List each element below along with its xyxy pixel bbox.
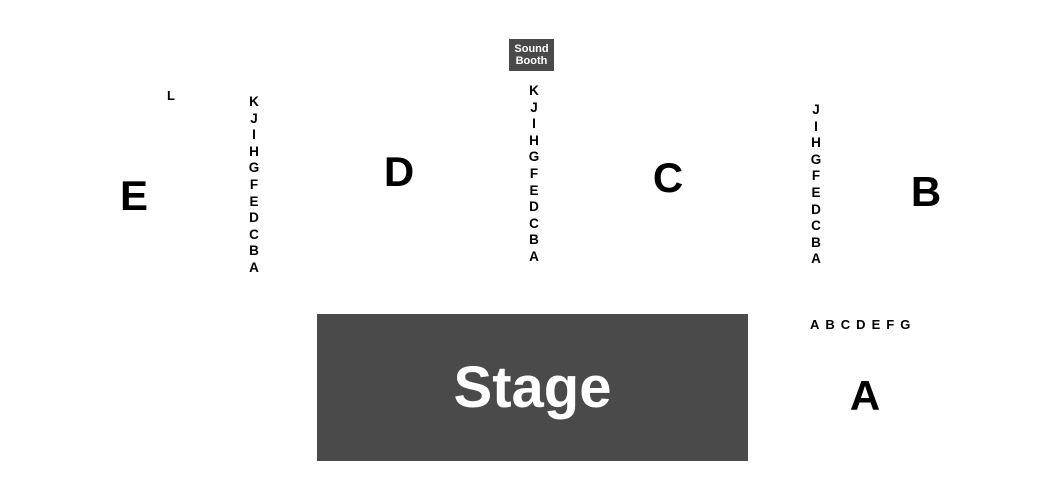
row-labels-front-right: A B C D E F G: [810, 318, 910, 331]
row-label: I: [532, 116, 536, 132]
row-labels-left-aisle: K J I H G F E D C B A: [249, 94, 260, 277]
row-label: E: [529, 182, 539, 198]
section-e-label[interactable]: E: [119, 172, 149, 219]
sound-booth: Sound Booth: [509, 39, 554, 71]
row-label: E: [871, 317, 881, 332]
row-label: F: [249, 176, 259, 192]
row-label: G: [248, 160, 260, 176]
row-labels-right-aisle: J I H G F E D C B A: [811, 102, 822, 268]
sound-booth-label-line2: Booth: [515, 55, 548, 67]
row-label: B: [825, 317, 835, 332]
row-label: H: [249, 143, 259, 159]
row-label: G: [528, 149, 540, 165]
row-label: A: [249, 259, 259, 275]
row-label: K: [529, 83, 539, 98]
row-label: D: [856, 317, 866, 332]
row-label: B: [811, 234, 821, 250]
row-label: G: [810, 151, 822, 167]
row-label: I: [814, 118, 818, 134]
row-label: C: [811, 218, 821, 234]
row-label: D: [529, 199, 539, 215]
stage-label: Stage: [453, 355, 612, 420]
row-label: A: [810, 317, 820, 332]
row-label: J: [530, 99, 538, 115]
row-label: B: [249, 243, 259, 259]
stage: Stage: [317, 314, 748, 461]
row-label: C: [249, 226, 259, 242]
row-label: C: [840, 317, 851, 332]
row-label: H: [529, 132, 539, 148]
row-label: J: [812, 102, 820, 117]
row-label: F: [529, 165, 539, 181]
row-label: I: [252, 127, 256, 143]
row-label: F: [811, 168, 821, 184]
row-label: A: [529, 248, 539, 264]
row-label: E: [249, 193, 259, 209]
sound-booth-label-line1: Sound: [514, 43, 549, 55]
section-b-label[interactable]: B: [910, 168, 942, 215]
row-label: F: [886, 317, 895, 332]
row-label: H: [811, 135, 821, 151]
row-labels-center-aisle: K J I H G F E D C B A: [529, 83, 540, 266]
row-l-label: L: [167, 88, 175, 103]
section-d-label[interactable]: D: [383, 148, 415, 195]
row-label: G: [900, 317, 911, 332]
row-label: C: [529, 215, 539, 231]
row-label: D: [249, 210, 259, 226]
row-label: J: [250, 110, 258, 126]
row-label: D: [811, 201, 821, 217]
section-a-label[interactable]: A: [849, 372, 881, 419]
row-label: E: [811, 184, 821, 200]
row-label: B: [529, 232, 539, 248]
row-label: A: [811, 251, 821, 267]
section-c-label[interactable]: C: [652, 154, 684, 201]
row-label: K: [249, 94, 259, 109]
